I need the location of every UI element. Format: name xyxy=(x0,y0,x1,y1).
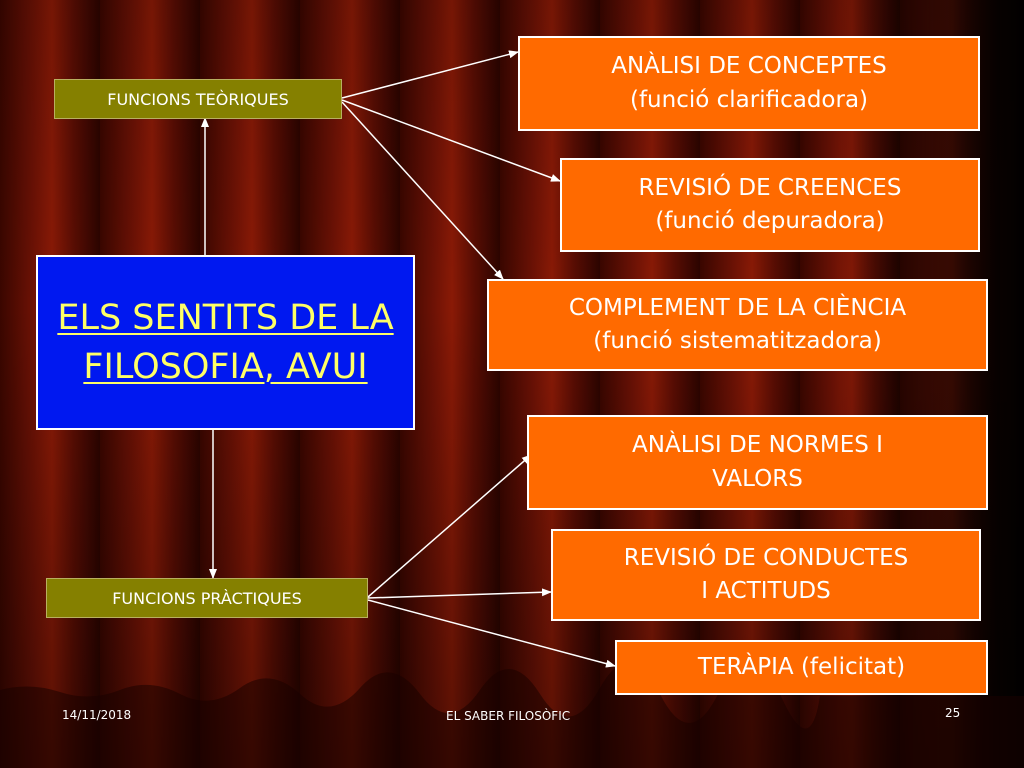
group-practical: FUNCIONS PRÀCTIQUES xyxy=(46,578,368,618)
group-theoretical: FUNCIONS TEÒRIQUES xyxy=(54,79,342,119)
footer-date: 14/11/2018 xyxy=(62,708,132,722)
center-title: ELS SENTITS DE LA FILOSOFIA, AVUI xyxy=(57,297,394,387)
arrow-theoretical-to-creences xyxy=(341,99,561,182)
function-revisio-creences: REVISIÓ DE CREENCES (funció depuradora) xyxy=(560,158,980,252)
function-line2: (funció depuradora) xyxy=(655,208,885,234)
arrow-theoretical-to-ciencia xyxy=(341,101,504,280)
function-complement-ciencia: COMPLEMENT DE LA CIÈNCIA (funció sistema… xyxy=(487,279,988,371)
function-line2: VALORS xyxy=(712,465,803,492)
arrow-practical-to-normes xyxy=(367,454,532,598)
center-title-box: ELS SENTITS DE LA FILOSOFIA, AVUI xyxy=(36,255,415,430)
function-revisio-conductes: REVISIÓ DE CONDUCTES I ACTITUDS xyxy=(551,529,981,621)
footer-title: EL SABER FILOSÒFIC xyxy=(446,709,571,723)
function-analisi-conceptes: ANÀLISI DE CONCEPTES (funció clarificado… xyxy=(518,36,980,131)
function-line1: REVISIÓ DE CONDUCTES xyxy=(623,544,909,571)
function-line2: (funció sistematitzadora) xyxy=(593,328,882,354)
arrow-practical-to-conductes xyxy=(367,588,552,599)
function-terapia: TERÀPIA (felicitat) xyxy=(615,640,988,695)
function-line1: REVISIÓ DE CREENCES xyxy=(638,174,902,201)
footer-page-number: 25 xyxy=(945,706,961,720)
function-line1: ANÀLISI DE NORMES I xyxy=(632,432,883,459)
function-line2: (funció clarificadora) xyxy=(629,86,869,113)
group-theoretical-label: FUNCIONS TEÒRIQUES xyxy=(107,89,289,109)
arrow-practical-to-terapia xyxy=(367,599,616,668)
function-line1: TERÀPIA (felicitat) xyxy=(697,653,906,680)
function-analisi-normes: ANÀLISI DE NORMES I VALORS xyxy=(527,415,988,510)
function-line1: ANÀLISI DE CONCEPTES xyxy=(611,53,887,80)
arrow-theoretical-to-conceptes xyxy=(341,50,519,99)
function-line1: COMPLEMENT DE LA CIÈNCIA xyxy=(568,294,907,321)
group-practical-label: FUNCIONS PRÀCTIQUES xyxy=(112,588,302,608)
function-line2: I ACTITUDS xyxy=(701,578,831,604)
